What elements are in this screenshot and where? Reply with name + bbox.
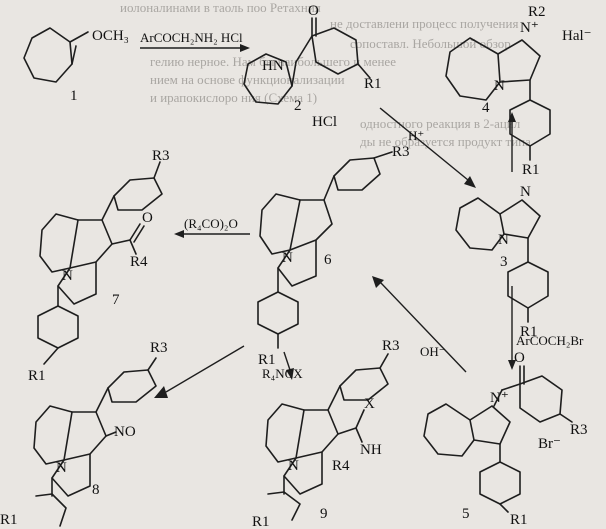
compound-number-8: 8 [92, 482, 100, 498]
svg-text:N⁺: N⁺ [490, 390, 509, 406]
reagent-bromoketone: ArCOCH₂Br [516, 333, 584, 348]
compound-number-5: 5 [462, 506, 470, 522]
svg-text:N: N [498, 232, 509, 248]
svg-text:ды не образуется продукт типа: ды не образуется продукт типа [360, 134, 531, 149]
nitroso-label: NO [114, 424, 136, 440]
svg-text:R1: R1 [258, 352, 276, 368]
compound-number-3: 3 [500, 254, 508, 270]
svg-text:N: N [288, 458, 299, 474]
svg-text:O: O [308, 3, 319, 19]
compound-6: N R3 R1 6 [257, 144, 410, 368]
svg-text:R3: R3 [150, 340, 168, 356]
svg-text:одностного реакция в 2-ацил: одностного реакция в 2-ацил [360, 116, 521, 131]
reagent-isocyanate: R₄NCX [262, 366, 303, 381]
svg-text:O: O [514, 350, 525, 366]
methoxy-label: OCH₃ [92, 28, 129, 44]
compound-1: OCH₃ 1 [23, 27, 129, 104]
arrow-6-to-9: R₄NCX [262, 351, 303, 381]
svg-text:N: N [282, 250, 293, 266]
svg-text:R3: R3 [382, 338, 400, 354]
svg-text:R1: R1 [252, 514, 270, 529]
svg-text:N⁺: N⁺ [520, 20, 539, 36]
reagent-base: OH⁻ [420, 344, 446, 359]
compound-number-7: 7 [112, 292, 120, 308]
compound-4: N⁺ R2 N Hal⁻ R1 4 [445, 4, 592, 178]
svg-text:O: O [142, 210, 153, 226]
reagent-acid: H⁺ [408, 128, 424, 143]
arrow-6-to-8 [154, 345, 245, 398]
svg-text:гелию нерное. Нам бы наибольше: гелию нерное. Нам бы наибольшего и менее [150, 54, 396, 69]
arrow-3-to-5: ArCOCH₂Br [508, 286, 584, 370]
svg-text:R2: R2 [528, 4, 546, 20]
halide-counterion: Hal⁻ [562, 28, 592, 44]
compound-3: N N R1 3 [455, 184, 549, 340]
arrow-1-to-2: ArCOCH₂NH₂ HCl [140, 30, 250, 52]
compound-8: N R3 NO R1 8 [0, 340, 168, 528]
svg-text:R1: R1 [510, 512, 528, 528]
svg-text:N: N [494, 78, 505, 94]
svg-text:нием на основе функционализаци: нием на основе функционализации [150, 72, 345, 87]
svg-text:R1: R1 [0, 512, 18, 528]
svg-text:NH: NH [360, 442, 382, 458]
arrow-5-to-6: OH⁻ [372, 276, 467, 373]
svg-text:R4: R4 [332, 458, 350, 474]
svg-text:N: N [520, 184, 531, 200]
compound-number-4: 4 [482, 100, 490, 116]
background-text: иолоналинами в таоль поо Ретахния не дос… [120, 0, 531, 149]
compound-9: N R3 X NH R4 R1 9 [252, 338, 400, 529]
svg-text:R1: R1 [364, 76, 382, 92]
svg-text:HN: HN [262, 58, 284, 74]
reagent-anhydride: (R₄CO)₂O [184, 216, 238, 231]
compound-number-1: 1 [70, 88, 78, 104]
svg-text:R1: R1 [522, 162, 540, 178]
reagent-aminoketone: ArCOCH₂NH₂ HCl [140, 30, 243, 45]
svg-text:не доставлени процесс получени: не доставлени процесс получения [330, 16, 518, 31]
svg-text:R3: R3 [570, 422, 588, 438]
compound-number-9: 9 [320, 506, 328, 522]
svg-text:R1: R1 [28, 368, 46, 384]
arrow-3-to-4 [508, 112, 516, 172]
svg-text:сопоставл. Небольшой обзор: сопоставл. Небольшой обзор [350, 36, 511, 51]
compound-5: N⁺ O R3 Br⁻ R1 5 [423, 350, 588, 528]
bromide-counterion: Br⁻ [538, 436, 561, 452]
svg-text:иолоналинами в таоль поо Ретах: иолоналинами в таоль поо Ретахния [120, 0, 321, 15]
svg-text:и ирапокислоро ния (Схема 1): и ирапокислоро ния (Схема 1) [150, 90, 317, 105]
compound-2: HN O R1 2 HCl [243, 3, 382, 130]
arrow-2-to-3: H⁺ [379, 107, 476, 188]
svg-text:X: X [364, 396, 375, 412]
svg-text:R3: R3 [392, 144, 410, 160]
svg-text:R1: R1 [520, 324, 538, 340]
arrow-6-to-7: (R₄CO)₂O [174, 216, 250, 238]
reagent-hcl: HCl [312, 114, 337, 130]
compound-number-2: 2 [294, 98, 302, 114]
svg-text:R3: R3 [152, 148, 170, 164]
compound-7: N R3 O R4 R1 7 [28, 148, 170, 384]
compound-number-6: 6 [324, 252, 332, 268]
svg-text:R4: R4 [130, 254, 148, 270]
svg-text:N: N [56, 460, 67, 476]
svg-text:N: N [62, 268, 73, 284]
